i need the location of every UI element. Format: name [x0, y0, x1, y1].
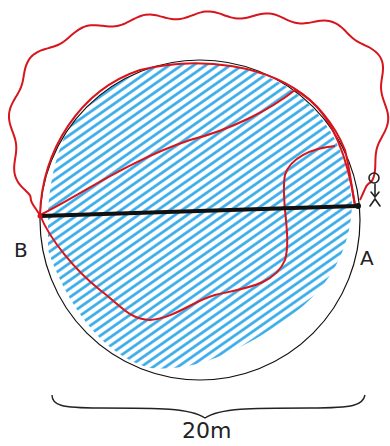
- dimension-brace: [52, 395, 365, 418]
- upper-arc: [40, 63, 355, 215]
- anchor-dot: [355, 203, 361, 209]
- diameter-line: [40, 206, 357, 216]
- point-label: B: [14, 240, 28, 260]
- point-label: A: [360, 248, 374, 268]
- figure-symbol: [369, 173, 380, 206]
- lower-region: [40, 146, 335, 320]
- dimension-label: 20m: [182, 420, 231, 442]
- point-b: [38, 214, 43, 219]
- outer-boundary: [9, 11, 388, 215]
- pond-circle: [40, 60, 360, 380]
